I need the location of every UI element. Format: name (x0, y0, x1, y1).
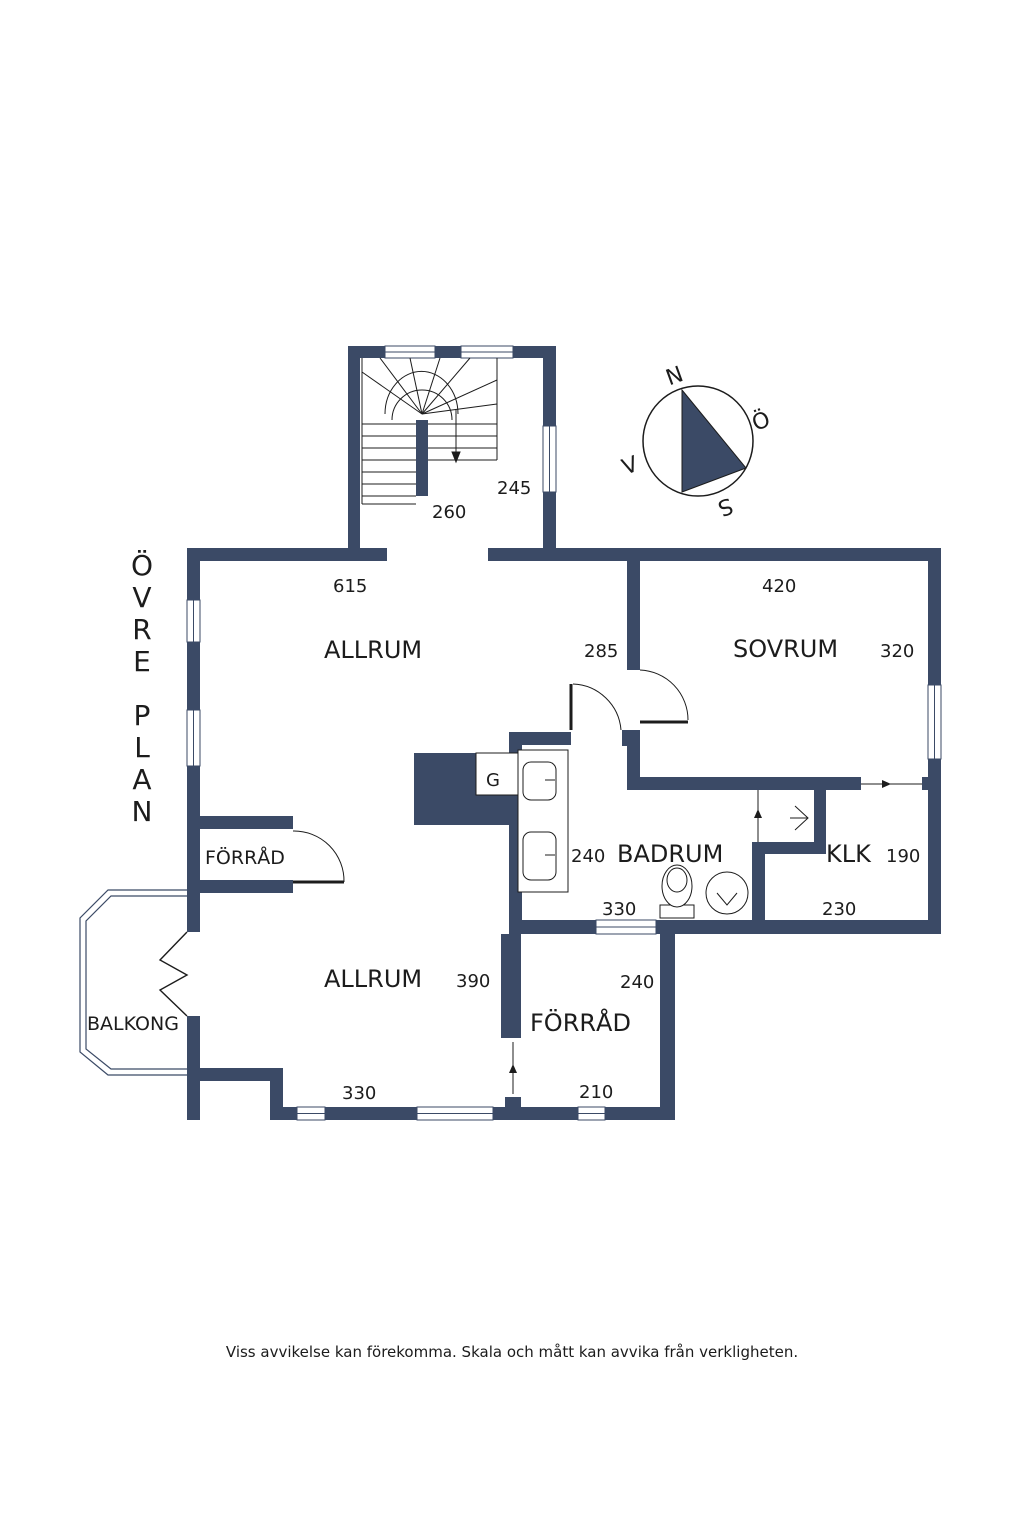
room-sovrum: SOVRUM (733, 635, 838, 663)
dim-klk-depth: 190 (886, 846, 920, 867)
dim-sovrum-depth: 320 (880, 641, 914, 662)
balcony (79, 889, 187, 1076)
room-balkong: BALKONG (87, 1013, 179, 1035)
dim-sovrum-width: 420 (762, 576, 796, 597)
floor-title-letter: L (134, 731, 150, 764)
floor-title-letter: Ö (131, 548, 153, 582)
room-forrad-large: FÖRRÅD (530, 1008, 631, 1037)
dim-allrum-bottom-depth: 390 (456, 971, 490, 992)
dim-badrum-depth: 240 (571, 846, 605, 867)
windows (186, 345, 942, 1121)
walls (187, 346, 941, 1120)
floor-title-letter: A (132, 763, 151, 796)
dim-stair-depth: 245 (497, 478, 531, 499)
fixtures (475, 749, 809, 919)
room-klk: KLK (826, 840, 872, 868)
staircase (361, 357, 498, 505)
room-badrum: BADRUM (617, 840, 723, 868)
dim-stair-width: 260 (432, 502, 466, 523)
floor-title-letter: N (132, 795, 153, 828)
floor-title-letter: R (132, 613, 151, 646)
floor-title-letter: V (132, 581, 151, 614)
compass-s: S (714, 492, 736, 520)
label-g: G (486, 770, 500, 791)
dim-klk-width: 230 (822, 899, 856, 920)
dim-allrum-top-depth: 285 (584, 641, 618, 662)
compass-w: V (619, 452, 642, 481)
dim-allrum-bottom-width: 330 (342, 1083, 376, 1104)
dim-forrad-large-depth: 240 (620, 972, 654, 993)
room-labels: ALLRUM SOVRUM BADRUM KLK ALLRUM FÖRRÅD F… (87, 635, 872, 1037)
dim-forrad-large-width: 210 (579, 1082, 613, 1103)
room-allrum-bottom: ALLRUM (324, 965, 422, 993)
dim-badrum-width: 330 (602, 899, 636, 920)
dim-allrum-top-width: 615 (333, 576, 367, 597)
floor-title-letter: P (134, 699, 151, 732)
disclaimer: Viss avvikelse kan förekomma. Skala och … (225, 1343, 799, 1361)
doors (158, 669, 922, 1094)
compass-icon: N Ö S V (619, 362, 774, 520)
room-allrum-top: ALLRUM (324, 636, 422, 664)
dimension-labels: 260 245 615 285 420 320 240 330 190 230 … (333, 478, 920, 1104)
floor-title-letter: E (133, 645, 151, 678)
room-forrad-small: FÖRRÅD (205, 846, 285, 869)
compass-n: N (663, 362, 687, 391)
